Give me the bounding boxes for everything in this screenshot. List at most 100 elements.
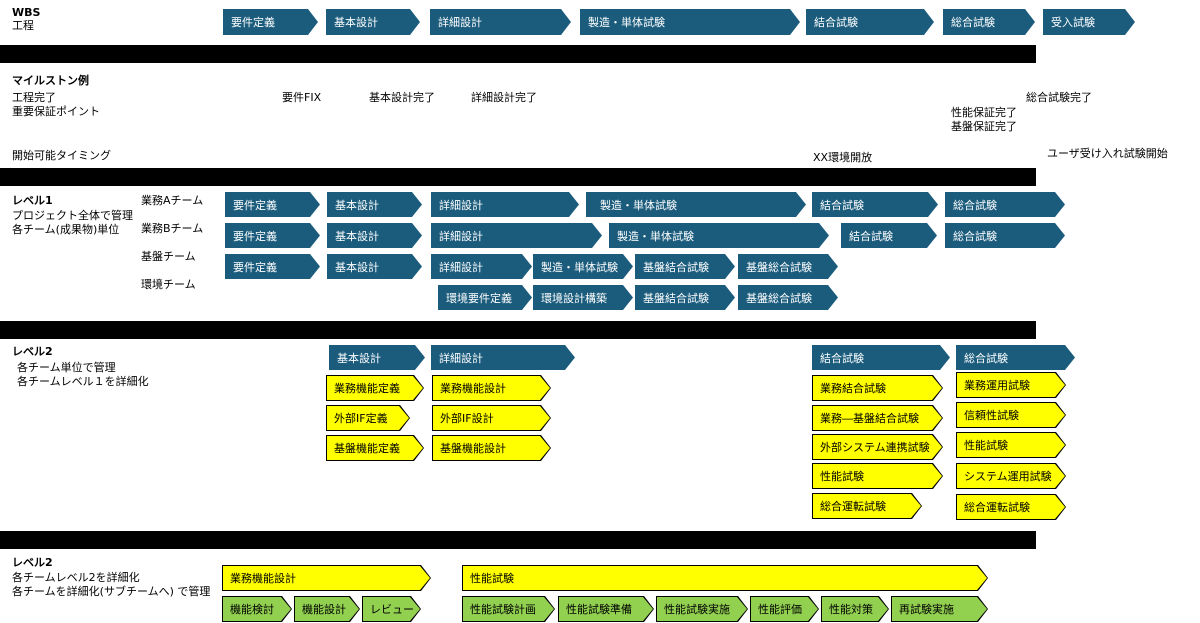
level2-task: 外部IF設計 <box>432 405 551 431</box>
task-label: 総合運転試験 <box>957 495 1065 519</box>
wbs-phase: 基本設計 <box>326 9 420 35</box>
level2-task: 総合運転試験 <box>956 494 1066 520</box>
task-label: 性能試験準備 <box>559 597 653 621</box>
wbs-phase: 要件定義 <box>223 9 318 35</box>
wbs-title: WBS <box>12 6 41 19</box>
base-phase: 基本設計 <box>327 254 422 279</box>
wbs-row-label: 工程 <box>12 19 34 32</box>
task-label: 性能試験計画 <box>463 597 554 621</box>
level2-task: 基盤機能設計 <box>432 435 551 461</box>
milestone: XX環境開放 <box>813 151 873 164</box>
base-phase: 基盤総合試験 <box>738 254 838 279</box>
team-b-phase: 総合試験 <box>945 223 1065 248</box>
subtask: 機能検討 <box>222 596 292 622</box>
level2-detail-header: 詳細設計 <box>431 345 575 370</box>
wbs-phase: 受入試験 <box>1043 9 1135 35</box>
subtask: 性能評価 <box>750 596 819 622</box>
subtask: 性能対策 <box>821 596 889 622</box>
level2b-task: 性能試験 <box>462 565 988 591</box>
milestone: 性能保証完了 <box>951 106 1017 119</box>
level1-desc: プロジェクト全体で管理 <box>12 209 133 222</box>
milestone: 基盤保証完了 <box>951 120 1017 133</box>
task-label: 再試験実施 <box>892 597 987 621</box>
team-a-phase: 結合試験 <box>812 192 938 217</box>
task-label: レビュー <box>363 597 420 621</box>
base-phase: 基盤結合試験 <box>635 254 735 279</box>
env-phase: 環境要件定義 <box>438 285 532 310</box>
team-b-phase: 要件定義 <box>225 223 320 248</box>
team-label: 業務Bチーム <box>141 222 204 235</box>
level2-task: 基盤機能定義 <box>326 435 424 461</box>
level2-task: 外部システム連携試験 <box>812 434 943 460</box>
team-label: 業務Aチーム <box>141 194 204 207</box>
level2-task: 性能試験 <box>956 432 1066 458</box>
task-label: システム運用試験 <box>957 464 1065 488</box>
milestones-row-label: 重要保証ポイント <box>12 105 100 118</box>
milestone: ユーザ受け入れ試験開始 <box>1047 147 1168 160</box>
team-b-phase: 詳細設計 <box>431 223 602 248</box>
task-label: 外部IF設計 <box>433 406 550 430</box>
subtask: 再試験実施 <box>891 596 988 622</box>
task-label: 性能対策 <box>822 597 888 621</box>
team-label: 環境チーム <box>141 278 196 291</box>
subtask: 性能試験実施 <box>656 596 748 622</box>
wbs-phase: 製造・単体試験 <box>580 9 800 35</box>
task-label: 業務機能設計 <box>433 376 550 400</box>
level2b-title: レベル2 <box>12 556 53 569</box>
subtask: 性能試験準備 <box>558 596 654 622</box>
team-a-phase: 要件定義 <box>225 192 320 217</box>
env-phase: 基盤総合試験 <box>738 285 838 310</box>
subtask: 機能設計 <box>294 596 360 622</box>
level2-total-header: 総合試験 <box>956 345 1075 370</box>
level2-desc: 各チームレベル１を詳細化 <box>17 375 149 388</box>
divider-bar <box>0 321 1036 339</box>
level2-task: 業務運用試験 <box>956 372 1066 398</box>
level2-task: 外部IF定義 <box>326 405 410 431</box>
milestones-row-label: 工程完了 <box>12 91 56 104</box>
base-phase: 製造・単体試験 <box>533 254 633 279</box>
milestone: 総合試験完了 <box>1026 91 1092 104</box>
level2-desc: 各チーム単位で管理 <box>17 361 116 374</box>
team-b-phase: 基本設計 <box>327 223 422 248</box>
level2-task: 業務―基盤結合試験 <box>812 405 943 431</box>
base-phase: 要件定義 <box>225 254 320 279</box>
milestone: 基本設計完了 <box>369 91 435 104</box>
task-label: 外部システム連携試験 <box>813 435 942 459</box>
task-label: 性能評価 <box>751 597 818 621</box>
milestone: 要件FIX <box>282 91 322 104</box>
base-phase: 詳細設計 <box>431 254 532 279</box>
level2b-task: 業務機能設計 <box>222 565 431 591</box>
task-label: 性能試験実施 <box>657 597 747 621</box>
wbs-phase: 総合試験 <box>943 9 1035 35</box>
team-a-phase: 総合試験 <box>945 192 1065 217</box>
level2-integ-header: 結合試験 <box>812 345 950 370</box>
env-phase: 環境設計構築 <box>533 285 633 310</box>
level2-task: 信頼性試験 <box>956 402 1066 428</box>
env-phase: 基盤結合試験 <box>635 285 735 310</box>
task-label: 信頼性試験 <box>957 403 1065 427</box>
task-label: 総合運転試験 <box>813 494 921 518</box>
task-label: 機能設計 <box>295 597 359 621</box>
task-label: 業務機能設計 <box>223 566 430 590</box>
task-label: 外部IF定義 <box>327 406 409 430</box>
task-label: 業務―基盤結合試験 <box>813 406 942 430</box>
task-label: 性能試験 <box>813 464 942 488</box>
level2-task: 性能試験 <box>812 463 943 489</box>
divider-bar <box>0 45 1036 63</box>
team-a-phase: 詳細設計 <box>431 192 579 217</box>
wbs-phase: 結合試験 <box>806 9 934 35</box>
level2-task: 業務結合試験 <box>812 375 943 401</box>
level2-basic-header: 基本設計 <box>329 345 425 370</box>
task-label: 性能試験 <box>463 566 987 590</box>
team-a-phase: 基本設計 <box>327 192 422 217</box>
milestones-title: マイルストン例 <box>12 74 89 87</box>
divider-bar <box>0 531 1036 549</box>
level2b-desc: 各チームレベル2を詳細化 <box>12 571 140 584</box>
level2-task: 総合運転試験 <box>812 493 922 519</box>
divider-bar <box>0 168 1036 186</box>
team-b-phase: 製造・単体試験 <box>609 223 829 248</box>
task-label: 性能試験 <box>957 433 1065 457</box>
subtask: 性能試験計画 <box>462 596 555 622</box>
wbs-phase: 詳細設計 <box>430 9 571 35</box>
level2b-desc: 各チームを詳細化(サブチームへ) で管理 <box>12 585 211 598</box>
